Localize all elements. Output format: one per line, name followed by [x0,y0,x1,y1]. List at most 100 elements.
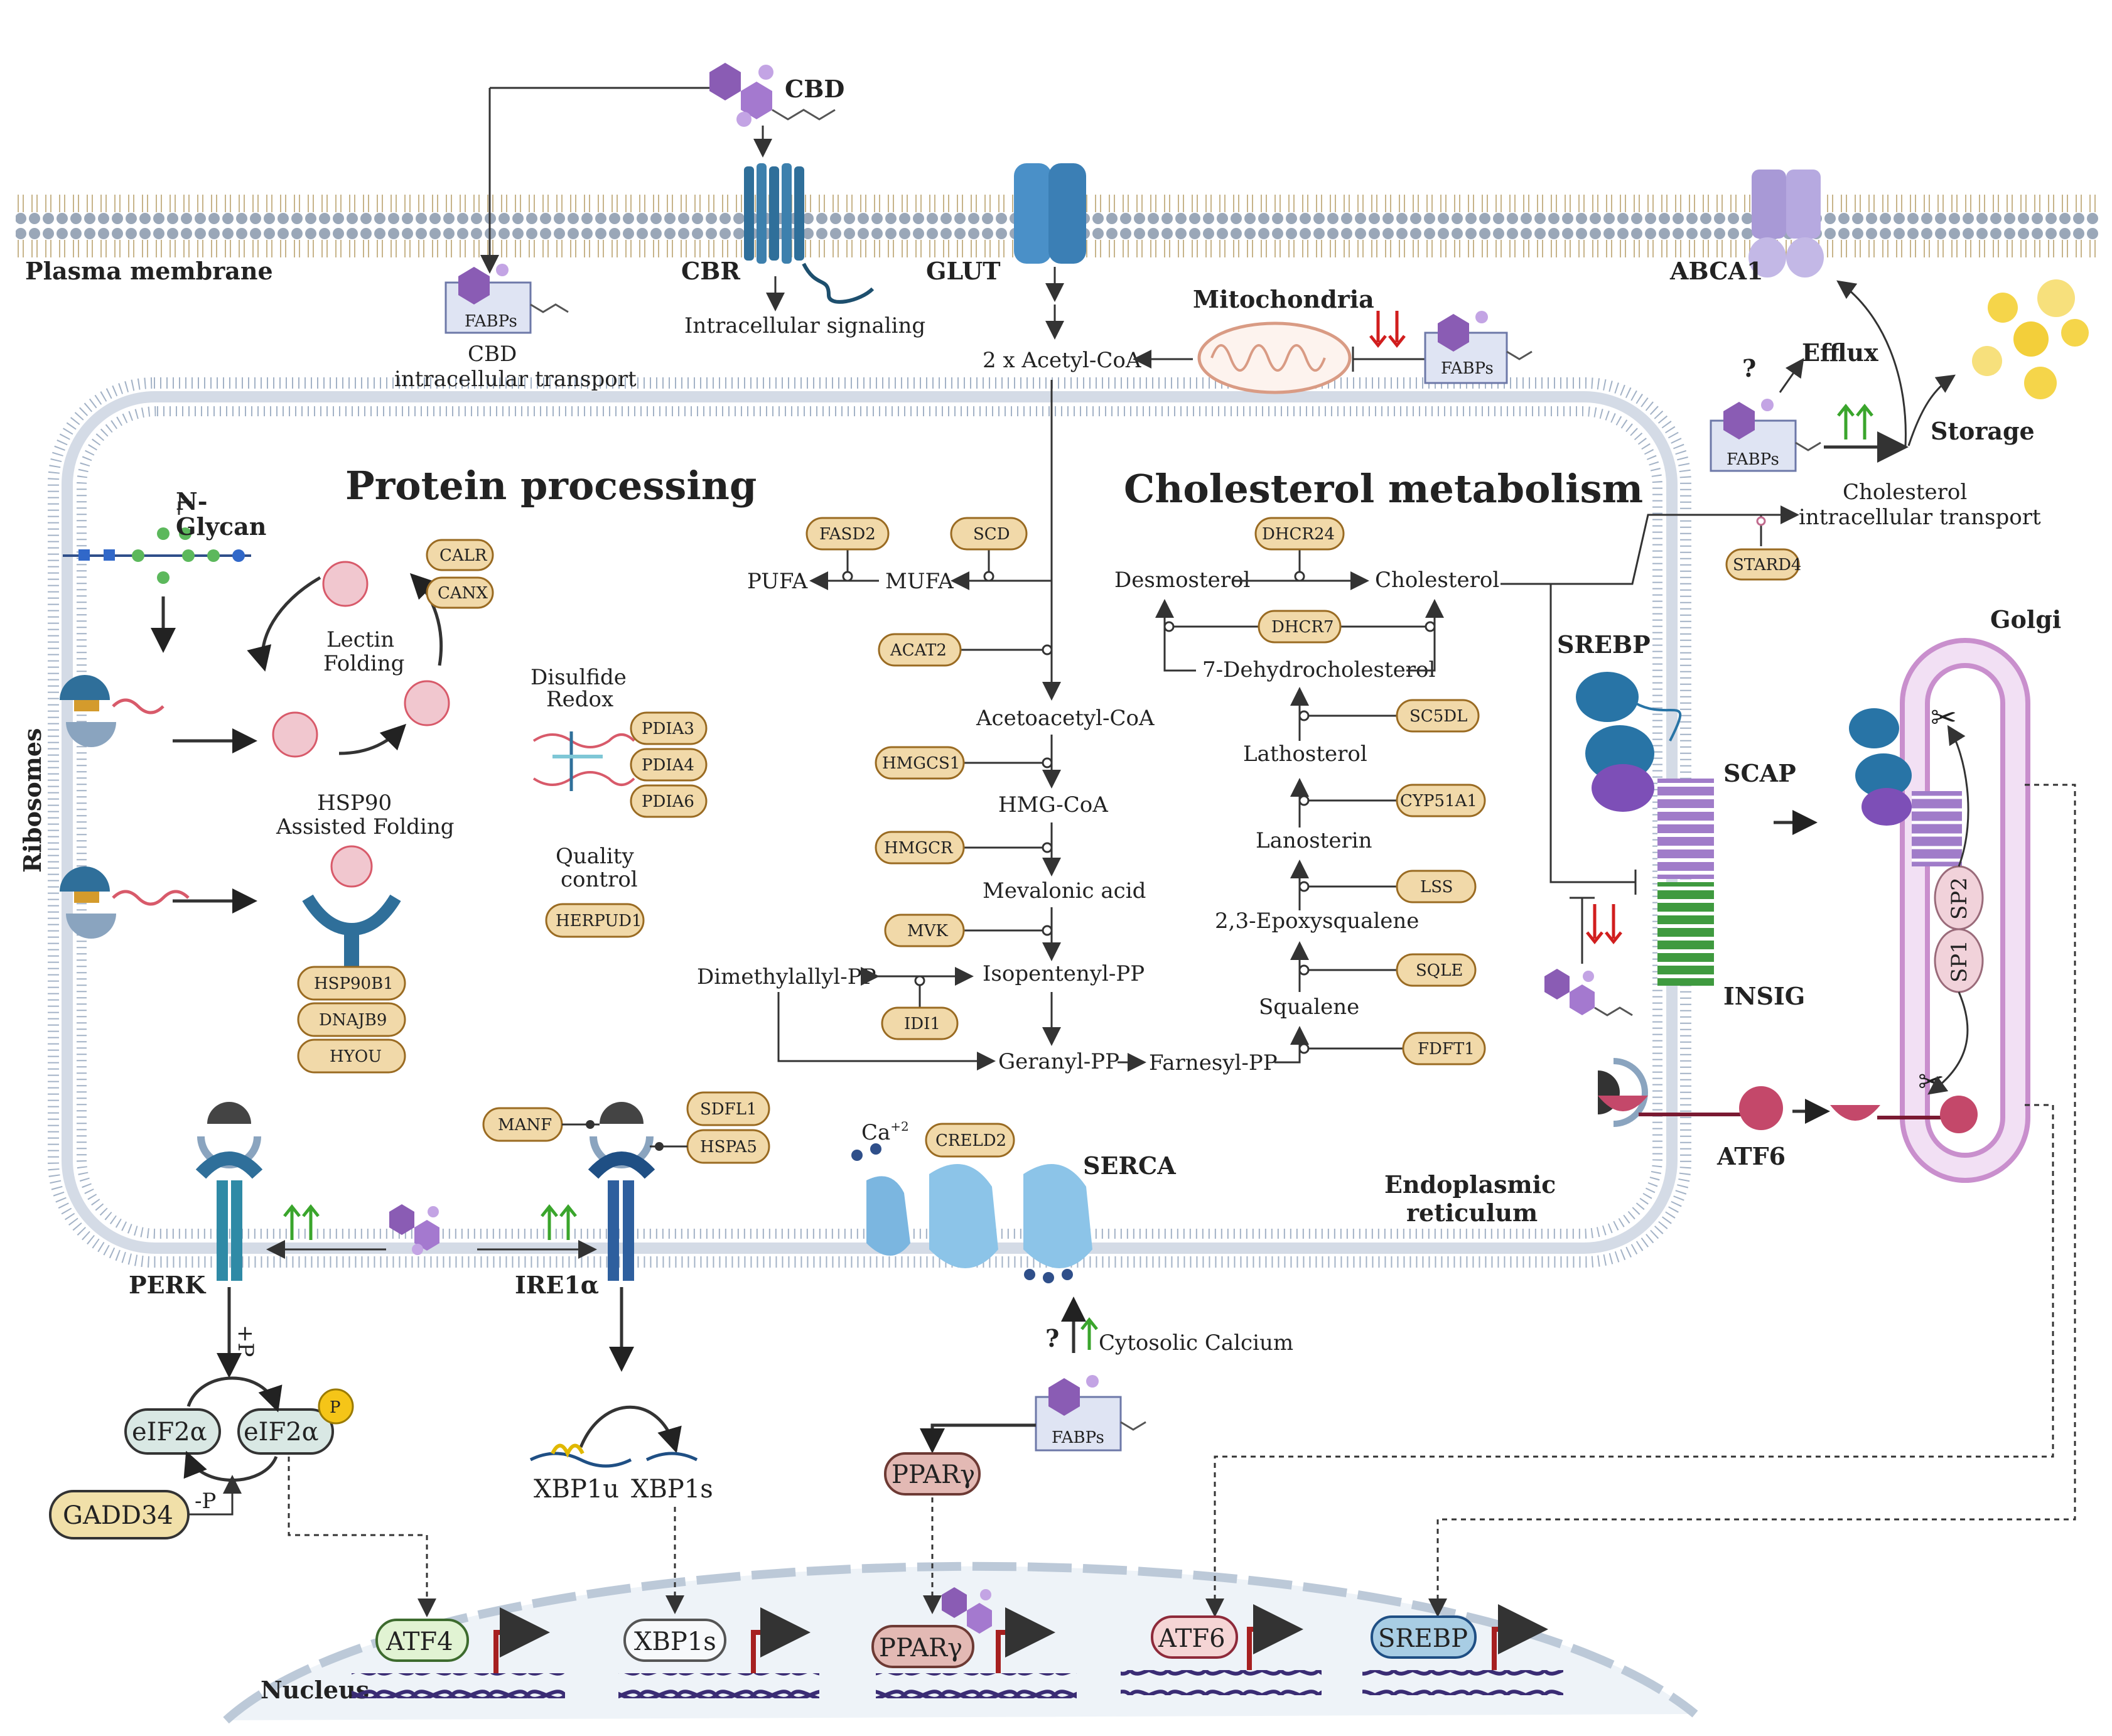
eif2a-factor [124,1408,221,1455]
fabps-cholesterol [1710,399,1821,472]
up-arrows-ire1a [541,1204,577,1240]
dimethylallyl-to-geranyl-path [777,992,996,1070]
calcium-question: ? [1045,1324,1059,1352]
atf6-label: ATF6 [1716,1142,1786,1170]
atf6-nucleus-text: ATF6 [1158,1624,1226,1653]
sp-cycle-arrow-up [1947,725,1969,867]
plus-p-label: +P [233,1325,258,1357]
cbd-transport-label-2: intracellular transport [394,367,637,392]
canx-enzyme [426,576,494,609]
cholesterol: Cholesterol [1375,568,1499,593]
cyp51a1-catalysis-dot [1298,795,1310,806]
glut-label: GLUT [926,257,1001,285]
n-glycan-icon [63,527,251,584]
n-glycan-bracket [178,501,191,515]
lectin-label-1: Lectin [326,627,394,652]
dhcr7-catalysis-dot-left [1163,621,1175,632]
ire1a-sensor [588,1102,655,1281]
cbd-molecule-er [389,1204,439,1255]
fdft1-enzyme [1402,1032,1486,1065]
srebp-protein [1576,672,1682,812]
xbp1u-mrna [529,1452,632,1468]
cytosolic-calcium-label: Cytosolic Calcium [1099,1330,1293,1356]
dnajb9-enzyme [297,1002,406,1037]
farnesyl-pp: Farnesyl-PP [1149,1050,1278,1076]
eif2a-p-factor [237,1408,334,1455]
chol-transport-label-1: Cholesterol [1843,480,1967,505]
disulfide-label-1: Disulfide [531,665,627,690]
ppar-nucleus-tf [871,1625,974,1668]
xbp1s-mrna [645,1452,698,1462]
ppar-promoter-arrow [996,1607,1055,1673]
ppar-text: PPARγ [892,1460,975,1489]
lectin-label-2: Folding [323,651,404,676]
golgi-to-atf6-nucleus-dash [1205,1104,2054,1617]
acat2-catalysis-dot [1042,644,1053,655]
atf4-tf [375,1619,469,1662]
fabps-label-calcium: FABPs [1052,1428,1104,1447]
hsp90-chaperone [302,845,401,970]
calcium-green-arrowhead [1080,1317,1098,1330]
xbp1u-label: XBP1u [534,1475,619,1504]
hsp90-label-2: Assisted Folding [276,814,455,839]
pdia6-enzyme [630,784,708,818]
ribosomes-label: Ribosomes [18,728,46,873]
fasd2-enzyme [805,517,890,551]
dna-srebp [1362,1670,1563,1695]
calr-text: CALR [439,546,488,565]
hsp90b1-enzyme [297,966,406,1001]
pdia3-text: PDIA3 [642,720,694,738]
cholesterol-metabolism-title: Cholesterol metabolism [1124,466,1643,512]
fdft1-catalysis-dot [1298,1043,1310,1054]
fabps-efflux-arrow [1779,358,1804,393]
dehydrocholesterol: 7-Dehydrocholesterol [1202,657,1435,682]
scd-text: SCD [973,525,1010,544]
ppar-factor [884,1452,981,1496]
fasd2-catalysis-dot [842,571,853,582]
atf4-promoter-arrow [493,1607,550,1673]
isopentenyl-pp: Isopentenyl-PP [983,961,1145,986]
er-label-2: reticulum [1406,1199,1538,1227]
xbp1s-nucleus-text: XBP1s [634,1627,716,1656]
sdfl1-enzyme [686,1091,770,1126]
plasma-membrane-label: Plasma membrane [25,257,273,285]
phospho-badge-text: P [330,1398,341,1417]
chol-to-abca1-arrow [1836,280,1907,446]
sp1-label: SP1 [1947,940,1972,983]
stard4-enzyme [1725,548,1800,581]
fdft1-text: FDFT1 [1418,1040,1475,1059]
hmg-coa: HMG-CoA [998,792,1108,817]
mitochondria-label: Mitochondria [1193,285,1374,313]
scap-protein [1657,779,1714,879]
dhcr7-text: DHCR7 [1271,618,1334,637]
dimethylallyl-pp: Dimethylallyl-PP [697,964,876,989]
idi1-enzyme [881,1006,959,1040]
ire1a-label: IRE1α [515,1271,599,1299]
sc5dl-text: SC5DL [1409,707,1467,726]
stard4-catalysis-dot [1756,516,1766,526]
squalene: Squalene [1259,995,1359,1020]
xbp1s-tf [623,1619,726,1662]
serca-pump [851,1143,1092,1283]
gadd34-text: GADD34 [63,1501,173,1530]
lectin-folding-cycle [247,561,450,758]
stard4-text: STARD4 [1733,556,1801,574]
hspa5-text: HSPA5 [700,1138,757,1156]
xbp1s-label: XBP1s [631,1475,713,1504]
ca-label-main: Ca [861,1120,890,1145]
fasd2-text: FASD2 [819,525,876,544]
eif2a-dephos-arc [183,1450,278,1482]
down-arrows-insig [1586,904,1622,945]
insig-protein [1657,882,1714,986]
eif2a-text: eIF2α [132,1418,207,1447]
srebp-in-golgi [1849,708,1962,866]
phospho-badge [318,1388,354,1425]
minus-p-label: -P [195,1489,216,1514]
protein-processing-title: Protein processing [345,463,757,509]
golgi-to-srebp-nucleus-dash [1428,784,2076,1617]
manf-binding-dot [586,1120,595,1129]
mufa-label: MUFA [885,569,954,594]
cyp51a1-enzyme [1396,784,1486,817]
dhcr24-text: DHCR24 [1262,525,1335,544]
